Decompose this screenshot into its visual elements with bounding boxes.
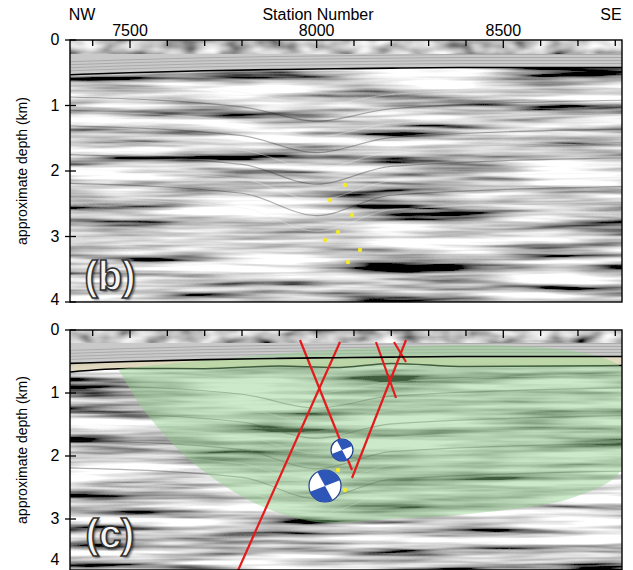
- seafloor-line: [70, 68, 622, 75]
- depth-number: 2: [51, 448, 60, 464]
- station-tick: [577, 40, 578, 46]
- station-tick: [465, 330, 466, 336]
- depth-tick: [65, 518, 76, 519]
- depth-number: 3: [51, 229, 60, 245]
- station-tick: [503, 330, 504, 338]
- earthquake-dot: [336, 468, 340, 472]
- depth-number: 0: [51, 322, 60, 338]
- station-tick: [428, 40, 429, 46]
- station-tick: [391, 330, 392, 336]
- depth-tick: [65, 455, 76, 456]
- station-tick: [615, 330, 616, 336]
- reflector: [70, 111, 622, 137]
- station-tick: [204, 40, 205, 46]
- reflector: [70, 169, 622, 200]
- station-tick: [615, 40, 616, 46]
- station-tick: [540, 330, 541, 336]
- station-number: 8000: [299, 23, 335, 39]
- earthquake-dot: [323, 238, 327, 242]
- reflector: [70, 155, 622, 184]
- plot-frame: [70, 40, 622, 302]
- depth-number: 0: [51, 32, 60, 48]
- reflector: [70, 183, 622, 215]
- depth-tick: [65, 392, 76, 393]
- station-number: 8500: [486, 23, 522, 39]
- station-tick: [241, 330, 242, 336]
- fault-line: [394, 342, 406, 362]
- noise-band: [70, 40, 622, 53]
- axis-title: Station Number: [262, 7, 373, 23]
- water-streak: [70, 61, 622, 68]
- earthquake-dot: [328, 198, 332, 202]
- depth-tick: [65, 39, 76, 40]
- reflector: [70, 198, 622, 231]
- axis-title: approximate depth (km): [15, 376, 29, 524]
- depth-tick: [65, 105, 76, 106]
- earthquake-dot: [350, 213, 354, 217]
- station-tick: [92, 330, 93, 336]
- earthquake-dot: [343, 488, 347, 492]
- station-tick: [428, 330, 429, 336]
- station-tick: [204, 330, 205, 336]
- plot-frame: [70, 330, 622, 570]
- station-tick: [129, 40, 130, 48]
- station-tick: [353, 40, 354, 46]
- station-number: 7500: [112, 23, 148, 39]
- fault-line: [352, 340, 406, 478]
- panel-label: (b): [84, 256, 135, 296]
- station-tick: [279, 40, 280, 46]
- depth-number: 2: [51, 163, 60, 179]
- panel-label: (c): [86, 514, 135, 554]
- station-tick: [279, 330, 280, 336]
- seafloor-line: [70, 356, 622, 363]
- reflector: [70, 97, 622, 121]
- station-tick: [391, 40, 392, 46]
- water-streak: [70, 58, 622, 65]
- earthquake-dot: [358, 248, 362, 252]
- reflector: [70, 126, 622, 153]
- station-tick: [92, 40, 93, 46]
- station-tick: [167, 40, 168, 46]
- station-tick: [241, 40, 242, 46]
- depth-number: 1: [51, 98, 60, 114]
- depth-number: 1: [51, 385, 60, 401]
- station-tick: [353, 330, 354, 336]
- depth-number: 4: [51, 552, 60, 568]
- depth-number: 3: [51, 511, 60, 527]
- station-tick: [316, 330, 317, 338]
- earthquake-dot: [336, 230, 340, 234]
- station-tick: [129, 330, 130, 338]
- seismic-panel: [70, 40, 622, 302]
- focal-mechanism: [331, 439, 353, 461]
- focal-mechanism: [309, 470, 341, 502]
- depth-number: 4: [51, 292, 60, 308]
- axis-title: approximate depth (km): [15, 97, 29, 245]
- reflector: [70, 140, 622, 168]
- station-tick: [503, 40, 504, 48]
- depth-tick: [65, 301, 76, 302]
- depth-tick: [65, 236, 76, 237]
- water-streak: [70, 55, 622, 62]
- station-tick: [465, 40, 466, 46]
- station-tick: [167, 330, 168, 336]
- earthquake-dot: [343, 183, 347, 187]
- depth-tick: [65, 329, 76, 330]
- fault-line: [300, 340, 352, 470]
- fault-line: [236, 342, 340, 570]
- noise-band: [70, 330, 622, 343]
- water-column: [70, 53, 622, 75]
- direction-label: SE: [600, 7, 621, 23]
- earthquake-dot: [346, 260, 350, 264]
- station-tick: [577, 330, 578, 336]
- station-tick: [316, 40, 317, 48]
- direction-label: NW: [69, 7, 96, 23]
- seismic-panel: [70, 330, 622, 570]
- depth-tick: [65, 170, 76, 171]
- station-tick: [540, 40, 541, 46]
- seismic-image: [70, 40, 622, 302]
